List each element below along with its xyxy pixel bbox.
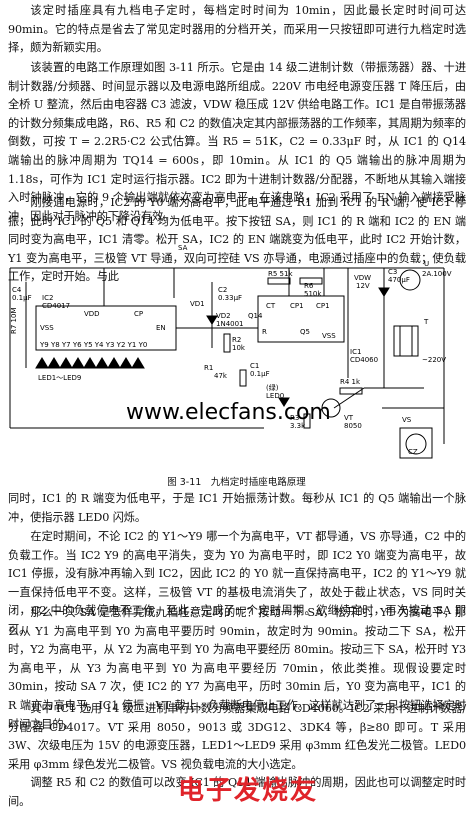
paragraph-7: 其中 IC1 选用 14 级二进制串行计数分频器集成电路 CD4060。IC2 …: [8, 702, 466, 771]
led1-led9-label: LED1～LED9: [38, 374, 81, 382]
sa-label: SA: [178, 244, 188, 252]
circuit-diagram: C4 0.1μF R7 10M IC2 CD4017 SA VDD CP EN …: [9, 244, 452, 459]
led0-label: LED0: [266, 392, 284, 400]
vs-label: VS: [402, 416, 412, 424]
r4-label: R4 1k: [340, 378, 361, 386]
paragraph-6: 那么一只 SA 是怎样完成九档任意定时的呢？按动一下 SA，松开时，Y1 为高电…: [8, 606, 466, 731]
paragraph-4: 同时，IC1 的 R 端变为低电平，于是 IC1 开始振荡计数。每秒从 IC1 …: [8, 492, 466, 524]
c3-label: C3: [388, 268, 397, 276]
socket-cz-label: CZ: [408, 448, 418, 456]
transformer-label: T: [423, 318, 429, 326]
r1-value: 47k: [214, 372, 228, 380]
ic2-label: IC2: [42, 294, 53, 302]
ic1-label: IC1: [350, 348, 361, 356]
bridge-rating: 2A.100V: [422, 270, 452, 278]
paragraph-8: 调整 R5 和 C2 的数值可以改变 IC1 的 Q14 端输出脉冲的周期，因此…: [8, 776, 466, 808]
ic2-en-pin: EN: [156, 324, 166, 332]
r2-value: 10k: [232, 344, 246, 352]
ic1-ct-pin: CT: [266, 302, 276, 310]
r6-value: 510k: [304, 290, 322, 298]
watermark-url: www.elecfans.com: [126, 400, 331, 425]
bridge-u-label: U: [424, 260, 429, 268]
c1-label: C1: [250, 362, 259, 370]
paragraph-2: 该装置的电路工作原理如图 3-11 所示。它是由 14 级二进制计数（带振荡器）…: [8, 61, 466, 223]
c1-value: 0.1μF: [250, 370, 270, 378]
vt-part: 8050: [344, 422, 362, 430]
ic1-q14-pin: Q14: [248, 312, 263, 320]
vdw-voltage: 12V: [356, 282, 370, 290]
c2-value: 0.33μF: [218, 294, 242, 302]
r3-value: 3.3k: [290, 422, 306, 430]
ic2-vss-pin: VSS: [40, 324, 54, 332]
ic1-cp1-pin-b: CP1: [316, 302, 330, 310]
r6-label: R6: [304, 282, 314, 290]
r5-label: R5 51k: [268, 270, 293, 278]
c3-value: 470μF: [388, 276, 410, 284]
vd1-label: VD1: [190, 300, 205, 308]
c2-label: C2: [218, 286, 227, 294]
paragraph-1: 该定时插座具有九档电子定时，每档定时时间为 10min，因此最长定时时间可达 9…: [8, 4, 466, 55]
ic1-q5-pin: Q5: [300, 328, 310, 336]
r1-label: R1: [204, 364, 213, 372]
ic2-cp-pin: CP: [134, 310, 143, 318]
ic1-r-pin: R: [262, 328, 267, 336]
r2-label: R2: [232, 336, 241, 344]
paragraph-5: 在定时期间，不论 IC2 的 Y1～Y9 哪一个为高电平，VT 都导通，VS 亦…: [8, 530, 466, 636]
ic2-vdd-pin: VDD: [84, 310, 100, 318]
mains-label: ~220V: [422, 356, 446, 364]
vdw-label: VDW: [354, 274, 371, 282]
c4-value: 0.1μF: [12, 294, 32, 302]
r7-label: R7 10M: [10, 308, 18, 335]
paragraph-3: 刚接通电源时，IC2 的 Y0 端为高电平，此电平通过 R1 加到 IC1 的 …: [8, 196, 466, 284]
watermark-chinese: 电子发烧友: [178, 776, 319, 806]
figure-caption: 图 3-11 九档定时插座电路原理: [167, 477, 306, 488]
ic1-part: CD4060: [350, 356, 378, 364]
ic1-cp1-pin-a: CP1: [290, 302, 304, 310]
ic1-vss-pin: VSS: [322, 332, 336, 340]
ic2-y-pins: Y9 Y8 Y7 Y6 Y5 Y4 Y3 Y2 Y1 Y0: [39, 341, 147, 349]
ic2-part: CD4017: [42, 302, 70, 310]
vd2-part: 1N4001: [216, 320, 244, 328]
led0-color: (绿): [266, 383, 279, 392]
c4-label: C4: [12, 286, 22, 294]
vt-label: VT: [344, 414, 354, 422]
vd2-label: VD2: [216, 312, 231, 320]
r3-label: R3: [290, 414, 299, 422]
